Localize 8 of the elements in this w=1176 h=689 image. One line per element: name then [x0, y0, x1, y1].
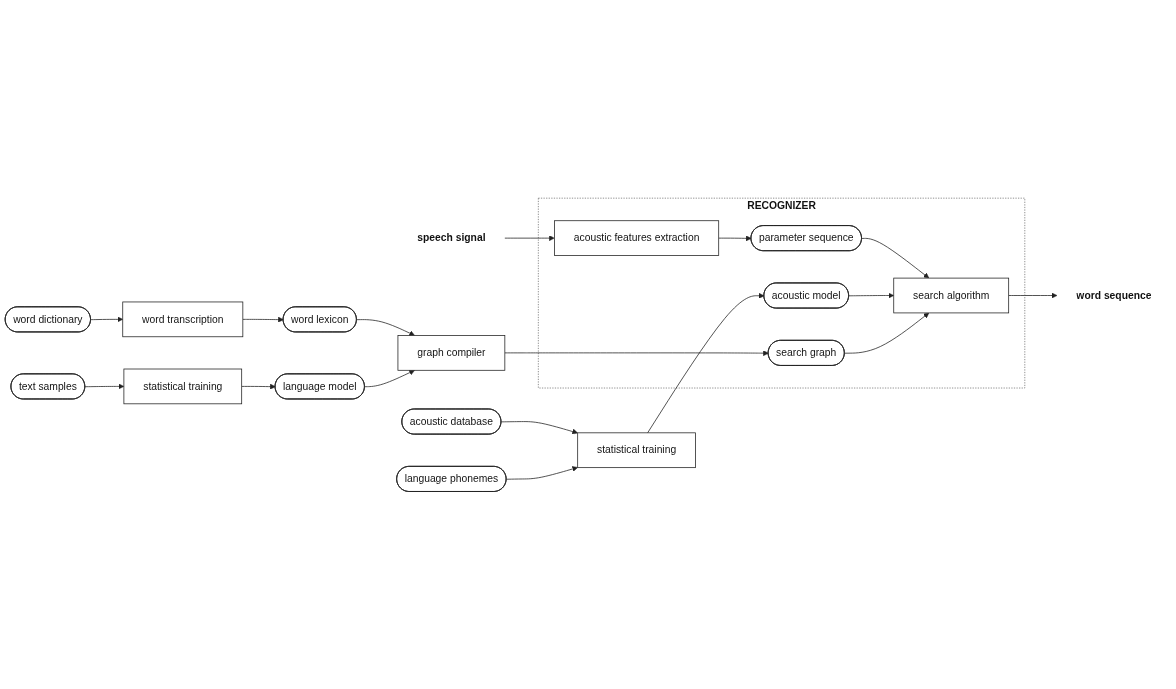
node-box: statistical training	[123, 368, 243, 404]
node-box: acoustic features extraction	[554, 220, 720, 256]
node-text: speech signal	[417, 232, 486, 243]
node-box: word transcription	[122, 301, 244, 337]
node-box: graph compiler	[397, 334, 506, 371]
node-text: word sequence	[1076, 289, 1152, 301]
node-box: statistical training	[577, 432, 696, 468]
node-box: search algorithm	[893, 277, 1010, 313]
